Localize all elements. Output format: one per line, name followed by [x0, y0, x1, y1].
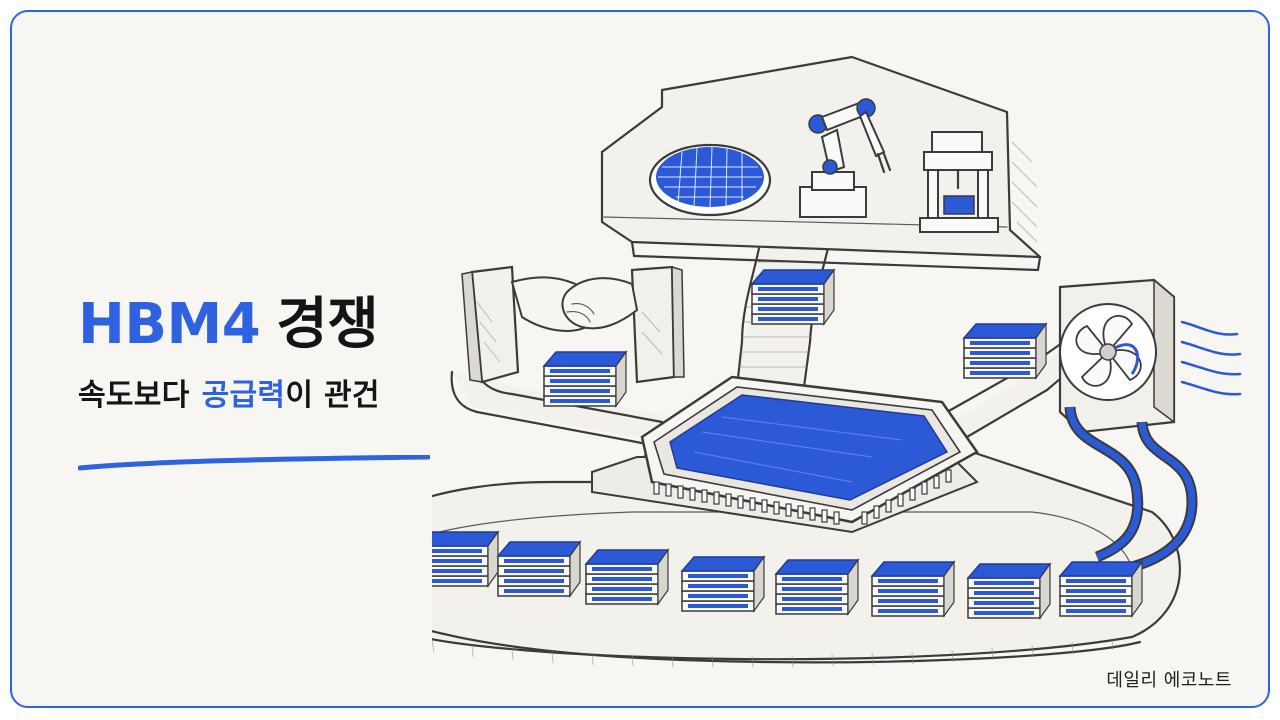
hbm-stack-icon: [962, 322, 1048, 380]
press-machine-icon: [919, 131, 999, 233]
subtitle-after-text: 이 관건: [285, 378, 380, 413]
supply-chain-illustration: [432, 55, 1242, 668]
hbm-stack-icon: [432, 530, 500, 588]
card-frame: HBM4 경쟁 속도보다 공급력 이 관건: [10, 10, 1270, 708]
underline-brush-stroke: [78, 455, 430, 471]
brand-label: 데일리 에코노트: [1106, 670, 1232, 691]
hbm-stacks-group: [432, 268, 1144, 620]
headline-subtitle: 속도보다 공급력 이 관건: [78, 374, 458, 418]
cooling-fan-icon: [1058, 278, 1242, 573]
hbm-stack-icon: [966, 562, 1052, 620]
title-main-text: 경쟁: [276, 292, 379, 357]
handshake-icon: [461, 265, 685, 384]
title-accent-text: HBM4: [78, 292, 261, 357]
hbm-stack-icon: [680, 555, 766, 613]
headline-block: HBM4 경쟁 속도보다 공급력 이 관건: [78, 290, 458, 471]
hbm-stack-icon: [584, 548, 670, 606]
hbm-stack-icon: [542, 350, 628, 408]
hbm-stack-icon: [774, 558, 860, 616]
hbm-stack-icon: [1058, 560, 1144, 618]
wafer-icon: [648, 143, 772, 217]
gpu-chip-icon: [591, 375, 979, 534]
robot-arm-icon: [799, 98, 892, 218]
hbm-stack-icon: [870, 560, 956, 618]
subtitle-before-text: 속도보다: [78, 378, 190, 413]
headline-title: HBM4 경쟁: [78, 290, 458, 360]
factory-building: [600, 55, 1042, 272]
hbm-stack-icon: [750, 268, 836, 326]
hbm-stack-icon: [496, 540, 582, 598]
subtitle-accent-text: 공급력: [201, 378, 286, 413]
